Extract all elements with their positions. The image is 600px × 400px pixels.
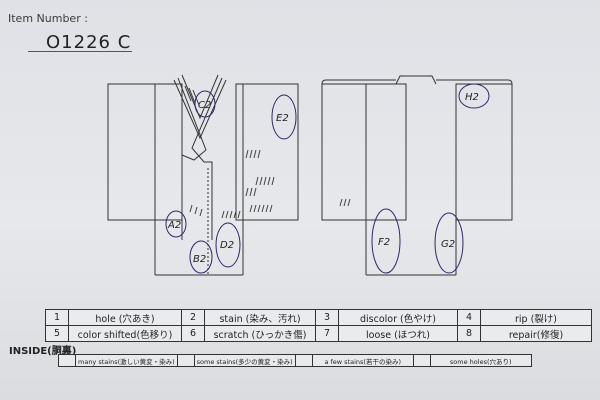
checkbox-cell[interactable] <box>412 354 431 367</box>
legend-row: 1 hole (穴あき) 2 stain (染み、汚れ) 3 discolor … <box>45 309 592 326</box>
legend-number: 3 <box>315 309 339 326</box>
defect-circle <box>215 222 241 268</box>
checkbox-cell[interactable] <box>294 354 313 367</box>
inside-option-label: many stains(激しい黄変・染み) <box>75 354 178 367</box>
collar-left-band <box>177 77 207 161</box>
inside-option-label: some stains(多少の黄変・染み) <box>193 354 296 367</box>
back-shoulder-right <box>436 79 513 85</box>
defect-mark-b2: B2 <box>193 254 206 265</box>
legend-label: loose (ほつれ) <box>338 325 458 342</box>
legend-label: stain (染み、汚れ) <box>204 309 316 326</box>
inside-row: many stains(激しい黄変・染み) some stains(多少の黄変・… <box>58 354 532 367</box>
inside-section-title: INSIDE(胴裏) <box>9 346 77 357</box>
defect-mark-g2: G2 <box>441 239 455 250</box>
inside-option-label: a few stains(若干の染み) <box>311 354 414 367</box>
legend-number: 2 <box>181 309 205 326</box>
defect-legend-table: 1 hole (穴あき) 2 stain (染み、汚れ) 3 discolor … <box>45 309 592 342</box>
legend-row: 5 color shifted(色移り) 6 scratch (ひっかき傷) 7… <box>45 325 592 342</box>
defect-circle <box>165 210 187 238</box>
legend-label: repair(修復) <box>480 325 592 342</box>
defect-circle <box>189 240 213 274</box>
front-right-sleeve <box>235 83 299 221</box>
defect-circle <box>271 94 297 140</box>
defect-hatch-marks <box>189 149 351 219</box>
legend-number: 7 <box>315 325 339 342</box>
kimono-back <box>321 75 513 276</box>
front-left-sleeve <box>107 83 183 221</box>
defect-mark-h2: H2 <box>465 92 479 103</box>
defect-circle <box>434 212 464 274</box>
legend-label: color shifted(色移り) <box>68 325 182 342</box>
defect-mark-a2: A2 <box>167 220 181 231</box>
collar-right-band <box>191 77 223 240</box>
legend-label: discolor (色やけ) <box>338 309 458 326</box>
defect-circle <box>458 83 490 109</box>
back-shoulder-left <box>321 79 396 85</box>
item-number-underline <box>28 51 132 52</box>
defect-mark-d2: D2 <box>220 240 234 251</box>
defect-circles <box>165 83 490 274</box>
kimono-front <box>107 74 299 276</box>
back-left-sleeve <box>321 83 407 221</box>
legend-number: 8 <box>457 325 481 342</box>
collar-inner <box>181 74 219 120</box>
legend-number: 4 <box>457 309 481 326</box>
legend-label: hole (穴あき) <box>68 309 182 326</box>
item-number-label: Item Number : <box>8 12 88 25</box>
legend-number: 6 <box>181 325 205 342</box>
defect-mark-e2: E2 <box>276 113 289 124</box>
defect-circle <box>194 90 216 118</box>
legend-number: 1 <box>45 309 69 326</box>
collar-stripe <box>188 87 196 104</box>
collar-outer <box>173 79 227 140</box>
defect-circle <box>371 208 401 274</box>
defect-mark-c2: C2 <box>198 100 211 111</box>
defect-mark-f2: F2 <box>378 237 390 248</box>
back-collar <box>395 75 437 85</box>
item-number-value: O1226 C <box>46 32 132 53</box>
collar-stripe <box>184 85 192 102</box>
inside-option-label: some holes(穴あり) <box>429 354 532 367</box>
legend-label: scratch (ひっかき傷) <box>204 325 316 342</box>
legend-number: 5 <box>45 325 69 342</box>
checkbox-cell[interactable] <box>58 354 76 367</box>
inside-condition-table: many stains(激しい黄変・染み) some stains(多少の黄変・… <box>58 354 532 367</box>
checkbox-cell[interactable] <box>176 354 195 367</box>
legend-label: rip (裂け) <box>480 309 592 326</box>
